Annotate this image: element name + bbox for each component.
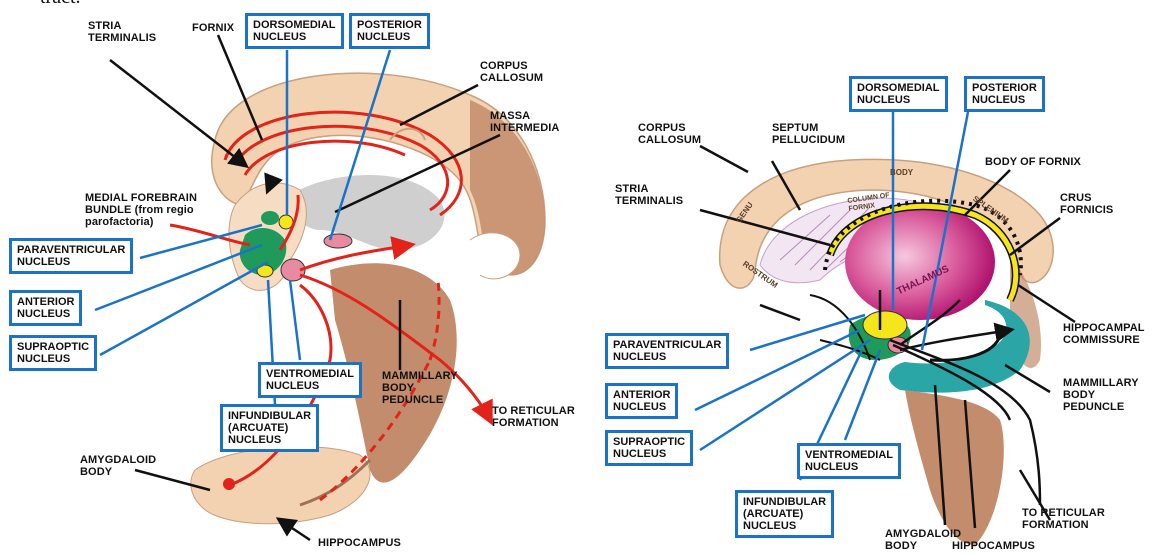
right-label-stria-terminalis: STRIA TERMINALIS [615,183,683,207]
left-label-hippocampus: HIPPOCAMPUS [318,537,401,549]
left-box-anterior-nucleus: ANTERIOR NUCLEUS [9,290,82,326]
right-diagram [695,112,1075,545]
left-label-stria-terminalis: STRIA TERMINALIS [88,20,156,44]
right-brainstem [905,390,1004,545]
left-box-posterior-nucleus: POSTERIOR NUCLEUS [349,13,430,49]
left-box-supraoptic-nucleus: SUPRAOPTIC NUCLEUS [9,335,97,371]
right-label-mammillary-body-peduncle: MAMMILLARY BODY PEDUNCLE [1063,377,1139,413]
left-label-amygdaloid-body: AMYGDALOID BODY [80,454,156,478]
left-temporal-lobe [191,447,370,524]
left-label-mammillary-body-peduncle: MAMMILLARY BODY PEDUNCLE [382,370,458,406]
left-label-massa-intermedia: MASSA INTERMEDIA [490,110,559,134]
left-box-paraventricular-nucleus: PARAVENTRICULAR NUCLEUS [9,238,133,274]
left-box-dorsomedial-nucleus: DORSOMEDIAL NUCLEUS [245,13,344,49]
right-box-ventromedial-nucleus: VENTROMEDIAL NUCLEUS [797,443,901,479]
left-box-ventromedial-nucleus: VENTROMEDIAL NUCLEUS [258,362,362,398]
right-anat-body: BODY [890,168,913,177]
right-label-hippocampal-commissure: HIPPOCAMPAL COMMISSURE [1063,322,1145,346]
right-box-infundibular-nucleus: INFUNDIBULAR (ARCUATE) NUCLEUS [735,490,834,538]
right-label-body-of-fornix: BODY OF FORNIX [985,156,1081,168]
right-label-amygdaloid-body: AMYGDALOID BODY [885,528,961,552]
header-fragment: tract. [40,0,81,9]
left-label-corpus-callosum: CORPUS CALLOSUM [480,60,543,84]
right-box-posterior-nucleus: POSTERIOR NUCLEUS [964,76,1045,112]
right-label-hippocampus: HIPPOCAMPUS [952,540,1035,552]
left-box-infundibular-nucleus: INFUNDIBULAR (ARCUATE) NUCLEUS [220,404,319,452]
right-label-to-reticular-formation: TO RETICULAR FORMATION [1022,507,1105,531]
right-label-septum-pellucidum: SEPTUM PELLUCIDUM [772,122,845,146]
right-label-crus-fornicis: CRUS FORNICIS [1060,192,1113,216]
right-box-supraoptic-nucleus: SUPRAOPTIC NUCLEUS [605,430,693,466]
left-label-to-reticular-formation: TO RETICULAR FORMATION [492,405,575,429]
left-diagram [95,35,545,540]
right-box-dorsomedial-nucleus: DORSOMEDIAL NUCLEUS [849,76,948,112]
right-box-anterior-nucleus: ANTERIOR NUCLEUS [605,383,678,419]
left-ventricle [290,175,444,250]
right-box-paraventricular-nucleus: PARAVENTRICULAR NUCLEUS [605,333,729,369]
left-label-medial-forebrain-bundle: MEDIAL FOREBRAIN BUNDLE (from regio paro… [85,192,197,228]
right-label-corpus-callosum: CORPUS CALLOSUM [638,122,701,146]
left-label-fornix: FORNIX [192,22,234,34]
